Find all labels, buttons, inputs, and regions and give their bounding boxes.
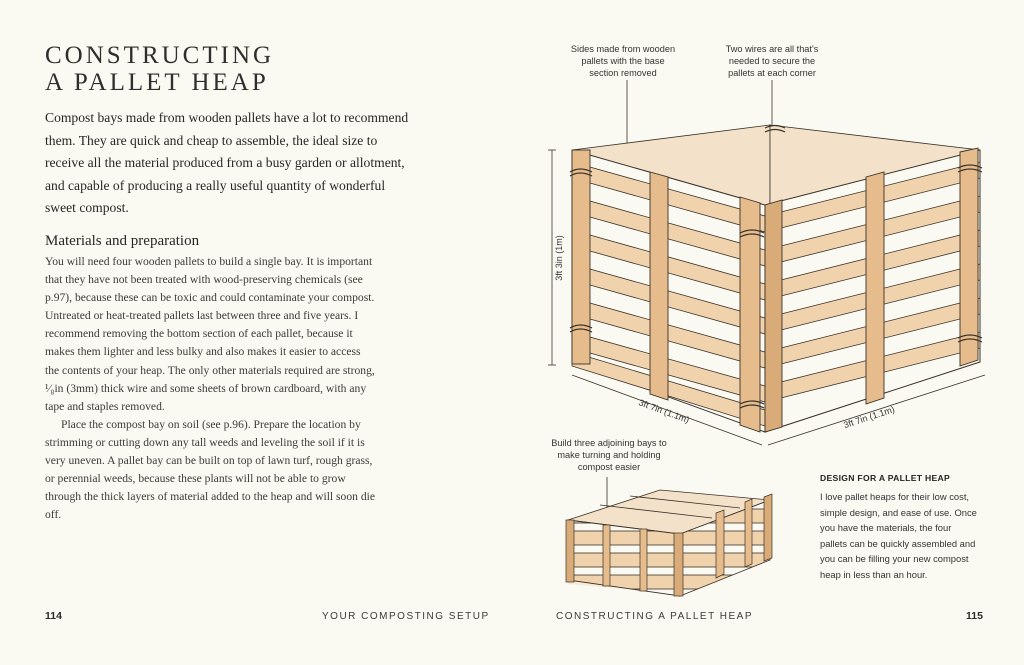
- title-line-1: CONSTRUCTING: [45, 42, 275, 69]
- dimension-lines: [548, 149, 986, 446]
- three-bay-illustration: [565, 489, 773, 597]
- design-heading: DESIGN FOR A PALLET HEAP: [820, 473, 951, 483]
- front-right-panel: [764, 147, 981, 433]
- dimension-width-right-label: 3ft 7in (1.1m): [842, 404, 896, 430]
- title-line-2: A PALLET HEAP: [45, 69, 269, 96]
- callout-wires: Two wires are all that's needed to secur…: [725, 44, 819, 78]
- body-paragraph-1: You will need four wooden pallets to bui…: [45, 255, 375, 413]
- page-number-left: 114: [45, 610, 62, 622]
- section-heading: Materials and preparation: [45, 233, 200, 249]
- page-title: CONSTRUCTING A PALLET HEAP: [45, 42, 274, 96]
- running-footer-left: YOUR COMPOSTING SETUP: [322, 611, 490, 622]
- corner-wires: [569, 124, 983, 409]
- body-paragraph-2: Place the compost bay on soil (see p.96)…: [45, 417, 376, 522]
- front-left-panel: [571, 149, 766, 433]
- callout-three-bays: Build three adjoining bays to make turni…: [551, 438, 667, 472]
- design-text: I love pallet heaps for their low cost, …: [820, 491, 977, 580]
- running-footer-right: CONSTRUCTING A PALLET HEAP: [556, 611, 754, 622]
- dimension-height-label: 3ft 3in (1m): [554, 235, 564, 281]
- callout-sides: Sides made from wooden pallets with the …: [570, 44, 676, 78]
- body-text: You will need four wooden pallets to bui…: [45, 253, 375, 524]
- intro-paragraph: Compost bays made from wooden pallets ha…: [45, 110, 409, 215]
- page-number-right: 115: [966, 610, 983, 622]
